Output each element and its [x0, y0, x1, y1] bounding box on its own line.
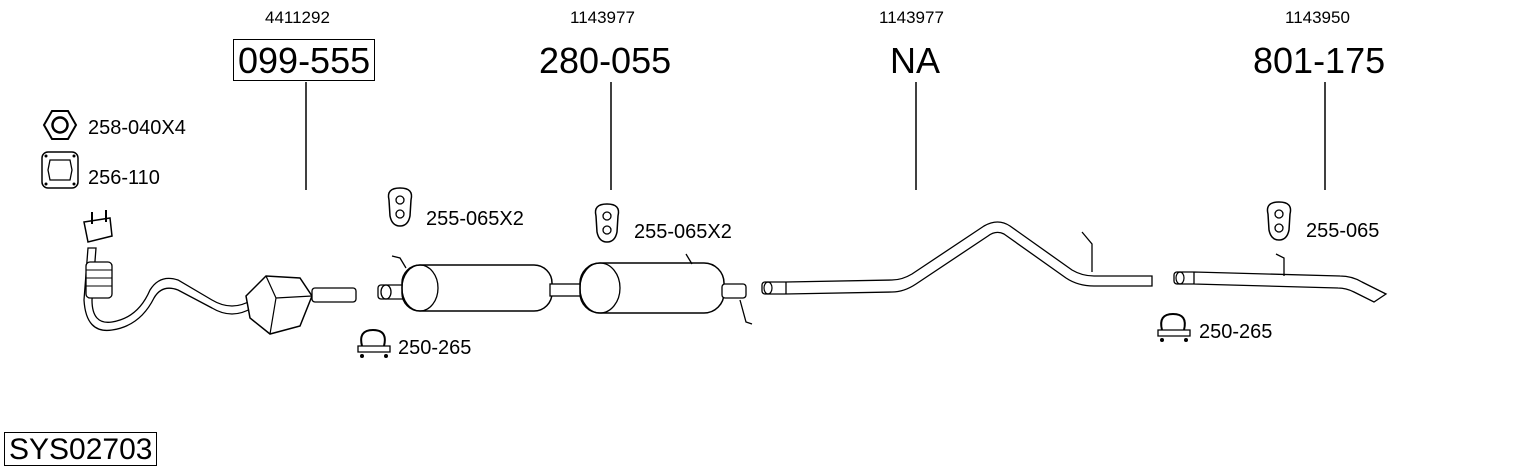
diagram-code: SYS02703 [4, 432, 158, 466]
oe-ref-2: 1143977 [570, 8, 635, 27]
part-number-2[interactable]: 280-055 [539, 40, 672, 81]
hex-nut-icon [42, 110, 78, 140]
rubber-hanger-icon [1266, 201, 1292, 241]
oe-ref-3: 1143977 [879, 8, 944, 27]
oe-ref-4: 1143950 [1285, 8, 1350, 27]
accessory-label-gasket[interactable]: 256-110 [88, 167, 160, 189]
accessory-label-clamp-2[interactable]: 250-265 [1199, 321, 1273, 343]
part-number-1[interactable]: 099-555 [233, 39, 376, 81]
front-pipe-catalytic-converter [83, 210, 357, 335]
rubber-hanger-icon [594, 203, 620, 243]
clamp-icon [1157, 312, 1191, 342]
tail-pipe [1173, 253, 1388, 303]
accessory-label-hanger-1[interactable]: 255-065X2 [426, 208, 524, 230]
intermediate-pipe [761, 221, 1153, 295]
oe-ref-1: 4411292 [265, 8, 330, 27]
accessory-label-hanger-2[interactable]: 255-065X2 [634, 221, 732, 243]
part-number-4[interactable]: 801-175 [1253, 40, 1386, 81]
rubber-hanger-icon [387, 187, 413, 227]
gasket-icon [41, 151, 79, 189]
accessory-label-hanger-3[interactable]: 255-065 [1306, 220, 1380, 242]
clamp-icon [357, 328, 391, 358]
accessory-label-hex-nut[interactable]: 258-040X4 [88, 117, 186, 139]
silencer-assembly [377, 253, 753, 325]
part-number-3[interactable]: NA [890, 40, 941, 81]
accessory-label-clamp-1[interactable]: 250-265 [398, 337, 472, 359]
